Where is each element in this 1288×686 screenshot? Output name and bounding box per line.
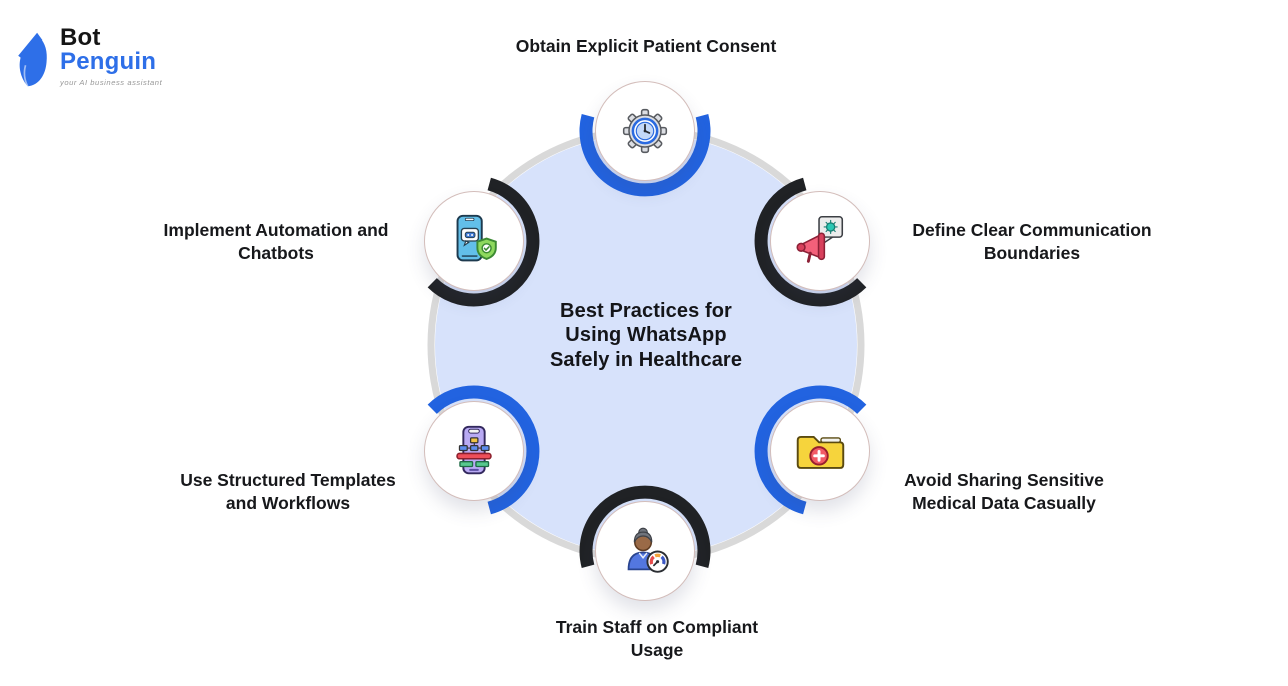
logo-tagline: your AI business assistant xyxy=(60,77,163,87)
label-structured-templates: Use Structured Templates and Workflows xyxy=(180,470,396,514)
logo-text-penguin: Penguin xyxy=(60,48,157,76)
node-communication-boundaries xyxy=(754,175,886,307)
label-automation-chatbots: Implement Automation and Chatbots xyxy=(163,220,389,264)
label-train-staff: Train Staff on Compliant Usage xyxy=(555,617,759,661)
node-arc xyxy=(754,385,867,515)
label-communication-boundaries: Define Clear Communication Boundaries xyxy=(912,220,1152,264)
phone-flowchart-icon xyxy=(456,425,492,475)
diagram-title-line3: Safely in Healthcare xyxy=(549,348,743,371)
node-circle xyxy=(424,191,524,291)
label-avoid-sensitive-data: Avoid Sharing Sensitive Medical Data Cas… xyxy=(904,470,1104,514)
node-automation-chatbots xyxy=(408,175,540,307)
logo-text-bot: Bot xyxy=(60,24,101,51)
node-arc xyxy=(754,177,867,307)
chatbot-shield-icon xyxy=(456,214,497,262)
botpenguin-logo: Bot Penguin your AI business assistant xyxy=(14,24,163,90)
node-circle xyxy=(595,501,695,601)
node-circle xyxy=(424,401,524,501)
diagram-title: Best Practices for Using WhatsApp Safely… xyxy=(486,299,806,372)
inner-circle xyxy=(435,134,857,556)
node-obtain-consent xyxy=(579,65,711,197)
staff-gauge-icon xyxy=(627,527,669,573)
node-structured-templates xyxy=(408,385,540,517)
node-avoid-sensitive-data xyxy=(754,385,886,517)
node-train-staff xyxy=(579,485,711,617)
node-circle xyxy=(770,401,870,501)
diagram-title-line2: Using WhatsApp xyxy=(565,324,727,347)
label-obtain-consent: Obtain Explicit Patient Consent xyxy=(515,36,777,56)
medical-folder-icon xyxy=(796,435,845,469)
node-arc xyxy=(579,114,711,197)
node-arc xyxy=(427,385,540,515)
gear-clock-icon xyxy=(622,108,668,154)
penguin-icon xyxy=(18,32,47,87)
diagram-title-line1: Best Practices for xyxy=(560,300,732,322)
node-circle xyxy=(595,81,695,181)
node-arc xyxy=(579,485,711,568)
megaphone-speech-bubble-icon xyxy=(796,216,844,263)
node-circle xyxy=(770,191,870,291)
node-arc xyxy=(427,177,540,307)
